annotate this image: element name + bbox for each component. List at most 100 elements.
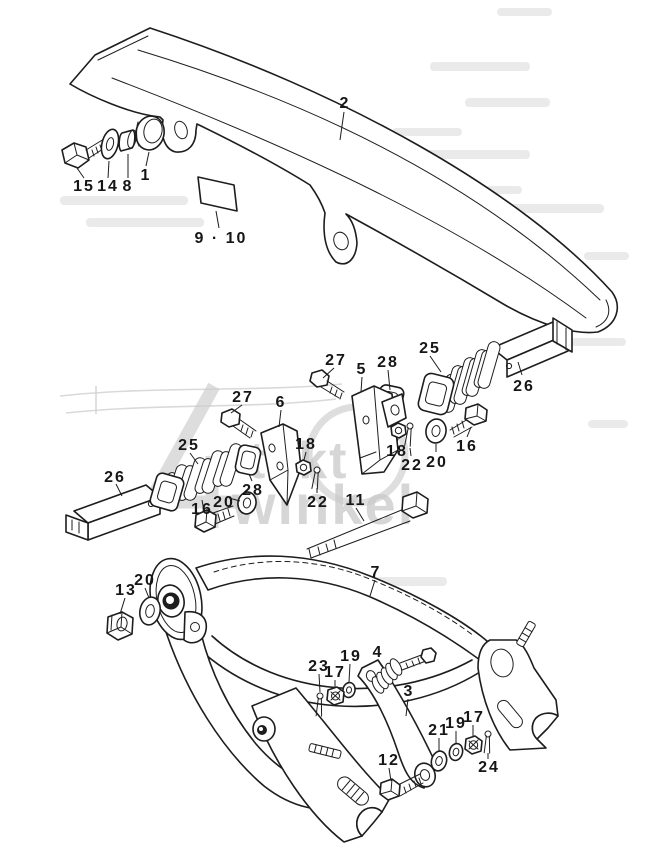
- right-fork-hole: [490, 648, 514, 678]
- svg-text:26: 26: [513, 378, 535, 395]
- part-label-5: 5: [357, 361, 368, 393]
- swingarm-weld-seam: [213, 561, 475, 637]
- svg-text:3: 3: [404, 683, 415, 700]
- part-label-16-left: 16: [191, 499, 213, 518]
- part-label-13: 13: [115, 582, 135, 615]
- part-label-28-right: 28: [377, 354, 397, 391]
- svg-text:22: 22: [401, 457, 423, 474]
- washer-21: [430, 750, 448, 772]
- svg-text:16: 16: [191, 501, 213, 518]
- chain-guard-ridge-2: [111, 77, 587, 319]
- part-label-14: 14: [97, 160, 119, 195]
- washer-20-pivot: [138, 596, 162, 626]
- part-label-6: 6: [276, 394, 287, 428]
- svg-text:1: 1: [141, 167, 152, 184]
- right-fork-slot: [497, 699, 523, 729]
- chain-guard-outline: [69, 27, 619, 334]
- footpeg-bar-26-right: [491, 317, 573, 378]
- footpeg-rubber-25-left: [149, 441, 245, 512]
- chain-guard-endcap-line: [595, 299, 610, 328]
- left-fork-hook: [356, 806, 383, 837]
- swingarm-inner-arc-2: [197, 647, 481, 708]
- svg-text:4: 4: [373, 644, 384, 661]
- svg-text:25: 25: [178, 437, 200, 454]
- swingarm-beam: [195, 555, 488, 661]
- pivot-nut-13: [106, 611, 134, 641]
- svg-text:6: 6: [276, 394, 287, 411]
- footpeg-bracket-5: [351, 385, 407, 475]
- bolt-27-upper: [309, 369, 345, 400]
- part-label-19-lower: 19: [445, 715, 465, 744]
- chain-guard: [69, 27, 619, 334]
- pivot-tab-hole: [190, 622, 200, 632]
- svg-text:11: 11: [346, 492, 367, 509]
- part-label-20-left: 20: [213, 494, 241, 511]
- svg-text:24: 24: [478, 759, 500, 776]
- swingarm-7: [149, 555, 559, 843]
- left-fork-slot: [337, 776, 369, 806]
- part-label-8: 8: [123, 154, 131, 195]
- part-label-4: 4: [373, 644, 385, 669]
- adjuster-spring-4: [371, 647, 437, 694]
- square-plate-28-left: [234, 444, 262, 476]
- part-label-17-upper: 17: [324, 664, 344, 688]
- part-label-15: 15: [73, 167, 93, 195]
- svg-text:18: 18: [386, 443, 408, 460]
- part-label-11: 11: [346, 492, 367, 522]
- cotter-pin-22-right: [404, 422, 414, 447]
- washer-19-lower: [448, 742, 464, 762]
- nut-17-upper: [326, 686, 345, 706]
- label-plate-9-10: [197, 176, 238, 212]
- svg-text:20: 20: [213, 494, 235, 511]
- footpeg-left: [65, 408, 321, 541]
- svg-text:19: 19: [340, 648, 362, 665]
- svg-text:18: 18: [295, 436, 317, 453]
- part-labels: 15 14 8 1 2 9 · 10 27 5: [73, 95, 535, 782]
- nut-18-right: [390, 422, 407, 439]
- svg-text:7: 7: [371, 564, 382, 581]
- part-label-9-10: 9 · 10: [195, 210, 245, 247]
- svg-text:16: 16: [456, 438, 478, 455]
- part-label-16-right: 16: [456, 426, 478, 455]
- part-label-26-left: 26: [104, 469, 124, 497]
- nut-17-lower: [464, 735, 483, 755]
- watermark-line2: winkel: [231, 473, 415, 536]
- cotter-pin-24: [483, 730, 492, 754]
- svg-text:5: 5: [357, 361, 368, 378]
- swingarm-pivot: [149, 557, 208, 644]
- part-label-24: 24: [478, 753, 500, 776]
- part-label-27-upper: 27: [322, 352, 345, 379]
- bolt-16-right: [449, 403, 488, 438]
- part-label-25-left: 25: [178, 437, 200, 465]
- washer-14: [100, 128, 120, 160]
- chain-guard-ridge-1: [137, 49, 601, 301]
- svg-text:22: 22: [307, 494, 329, 511]
- part-label-26-right: 26: [513, 361, 535, 395]
- svg-text:23: 23: [308, 658, 330, 675]
- left-fork-stud: [308, 743, 342, 759]
- svg-text:14: 14: [97, 178, 119, 195]
- part-label-21: 21: [428, 722, 450, 751]
- part-label-23: 23: [308, 658, 330, 693]
- footpeg-right: [309, 317, 573, 475]
- pivot-bolt-11: [306, 491, 429, 559]
- footpeg-rubber-25-right: [417, 339, 502, 416]
- bolt-15: [61, 138, 107, 169]
- washer-20-right: [425, 418, 447, 444]
- part-label-27-left: 27: [230, 389, 254, 414]
- cap-nut-1: [135, 115, 165, 151]
- nut-18-left: [295, 459, 312, 476]
- part-label-22-right: 22: [401, 447, 423, 474]
- svg-text:27: 27: [232, 389, 254, 406]
- adjuster-bolt-end: [420, 647, 437, 664]
- svg-text:21: 21: [428, 722, 450, 739]
- part-label-19-upper: 19: [340, 648, 362, 683]
- part-label-17-lower: 17: [463, 709, 483, 736]
- svg-text:2: 2: [340, 95, 351, 112]
- svg-text:20: 20: [426, 454, 448, 471]
- right-fork-stud: [516, 620, 536, 648]
- chain-guard-front-hole: [174, 120, 188, 140]
- part-label-20-pivot: 20: [134, 572, 154, 599]
